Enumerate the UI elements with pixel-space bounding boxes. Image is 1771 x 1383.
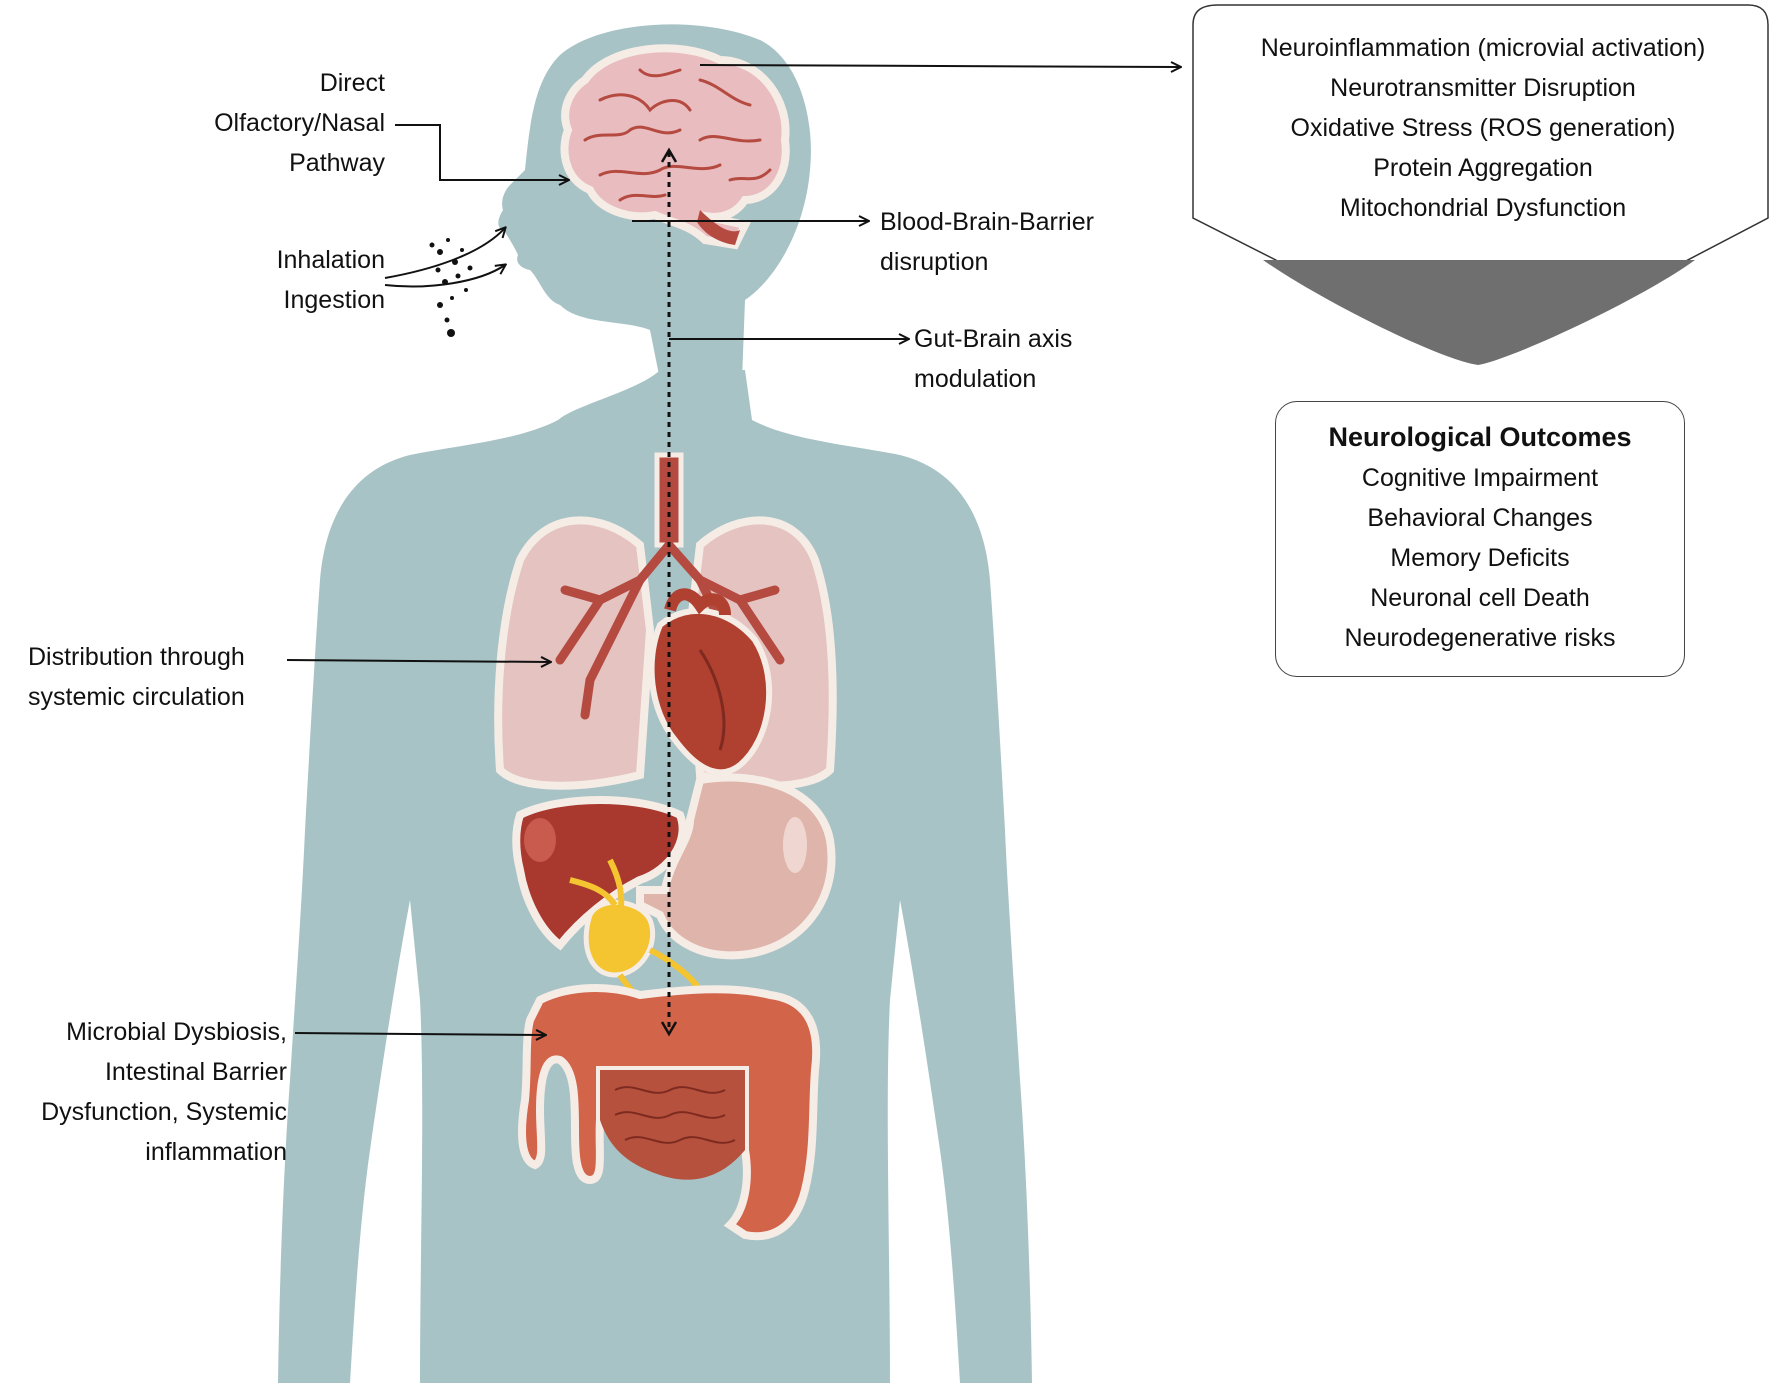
pancreas-organ	[569, 858, 703, 1013]
label-olfactory-line1: Direct	[319, 69, 385, 97]
outcome-item: Cognitive Impairment	[1361, 464, 1599, 492]
brain-to-mechanisms-arrow	[699, 65, 1180, 67]
label-gut-brain-line1: Gut-Brain axis	[914, 325, 1073, 353]
mechanisms-callout-arrow	[1263, 260, 1695, 365]
stomach-organ	[636, 773, 836, 960]
axis-arrowhead-top	[660, 147, 678, 163]
outcome-item: Memory Deficits	[1390, 544, 1570, 572]
distribution-arrow	[286, 660, 550, 662]
outcomes-title: Neurological Outcomes	[1328, 422, 1632, 452]
mechanism-item: Neurotransmitter Disruption	[1330, 74, 1636, 102]
label-microbial-line2: Intestinal Barrier	[104, 1058, 287, 1086]
label-distribution-line1: Distribution through	[28, 643, 245, 671]
inhalation-arrow	[384, 228, 505, 279]
outcomes-box: Neurological Outcomes Cognitive Impairme…	[1275, 401, 1685, 677]
outcome-item: Behavioral Changes	[1367, 504, 1593, 532]
label-bbb: Blood-Brain-Barrier disruption	[880, 202, 1094, 282]
mechanism-item: Protein Aggregation	[1373, 154, 1593, 182]
label-olfactory-line3: Pathway	[289, 149, 385, 177]
label-gut-brain-line2: modulation	[914, 365, 1037, 393]
label-distribution: Distribution through systemic circulatio…	[28, 637, 245, 717]
outcome-item: Neurodegenerative risks	[1344, 624, 1616, 652]
label-microbial: Microbial Dysbiosis, Intestinal Barrier …	[0, 1012, 287, 1172]
brain-organ	[560, 44, 790, 250]
microbial-arrow	[294, 1033, 545, 1035]
outcome-item: Neuronal cell Death	[1370, 584, 1590, 612]
label-bbb-line2: disruption	[880, 248, 989, 276]
label-inhalation: Inhalation Ingestion	[200, 240, 385, 320]
mechanism-item: Neuroinflammation (microvial activation)	[1260, 34, 1706, 62]
label-distribution-line2: systemic circulation	[28, 683, 245, 711]
mechanism-item: Oxidative Stress (ROS generation)	[1290, 114, 1676, 142]
label-microbial-line1: Microbial Dysbiosis,	[66, 1018, 287, 1046]
mechanisms-list: Neuroinflammation (microvial activation)…	[1193, 28, 1771, 228]
ingestion-arrow	[384, 265, 505, 288]
label-bbb-line1: Blood-Brain-Barrier	[880, 208, 1094, 236]
trachea	[654, 452, 684, 548]
axis-arrowhead-bottom	[660, 1021, 678, 1037]
olfactory-arrow	[395, 124, 568, 180]
label-olfactory-line2: Olfactory/Nasal	[214, 109, 385, 137]
particle-dots	[429, 238, 473, 337]
label-microbial-line4: inflammation	[145, 1138, 287, 1166]
label-gut-brain: Gut-Brain axis modulation	[914, 319, 1072, 399]
label-olfactory: Direct Olfactory/Nasal Pathway	[150, 63, 385, 183]
label-inhalation-line1: Inhalation	[276, 246, 385, 274]
label-microbial-line3: Dysfunction, Systemic	[41, 1098, 287, 1126]
heart-organ	[648, 588, 773, 776]
intestine-organ	[518, 984, 821, 1241]
mechanism-item: Mitochondrial Dysfunction	[1339, 194, 1627, 222]
label-inhalation-line2: Ingestion	[283, 286, 385, 314]
